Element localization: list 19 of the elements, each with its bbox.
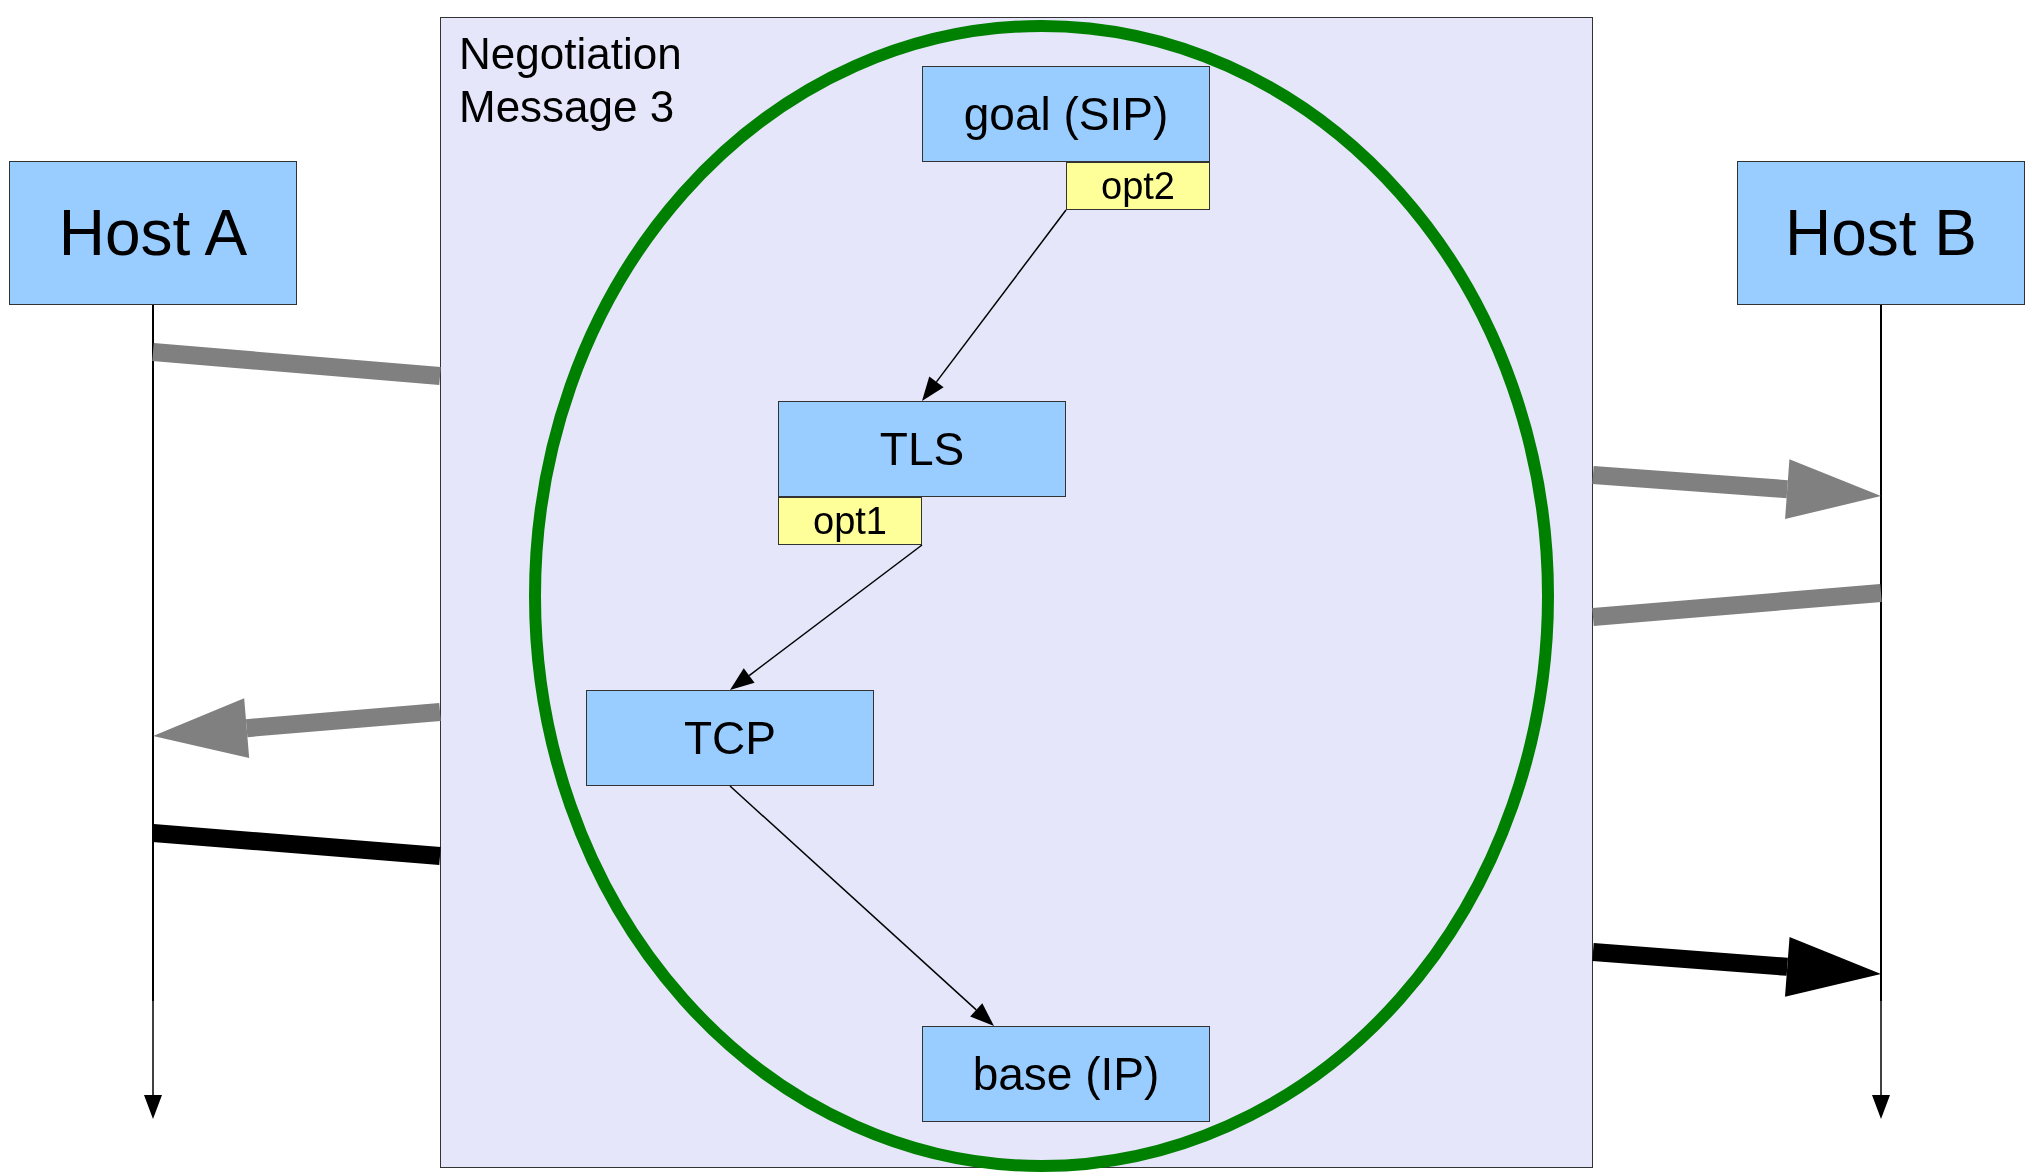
lifeline [1872, 1000, 1890, 1119]
host-column [1737, 161, 2025, 1001]
panel-title: Negotiation Message 3 [459, 28, 683, 133]
host-box: Host B [1737, 161, 2025, 305]
protocol-box: TCP [586, 690, 874, 786]
protocol-box: TLS [778, 401, 1066, 497]
message-arrow [153, 698, 441, 759]
option-tag: opt2 [1066, 162, 1210, 210]
lifeline [144, 1000, 162, 1119]
protocol-box: goal (SIP) [922, 66, 1210, 162]
option-tag: opt1 [778, 497, 922, 545]
arrow [730, 544, 923, 690]
message-arrow [1592, 936, 1881, 997]
host-box: Host A [9, 161, 297, 305]
host-column [9, 161, 297, 1001]
message-arrow [1592, 459, 1881, 520]
arrow [729, 785, 994, 1026]
arrow [922, 209, 1067, 401]
protocol-box: base (IP) [922, 1026, 1210, 1122]
